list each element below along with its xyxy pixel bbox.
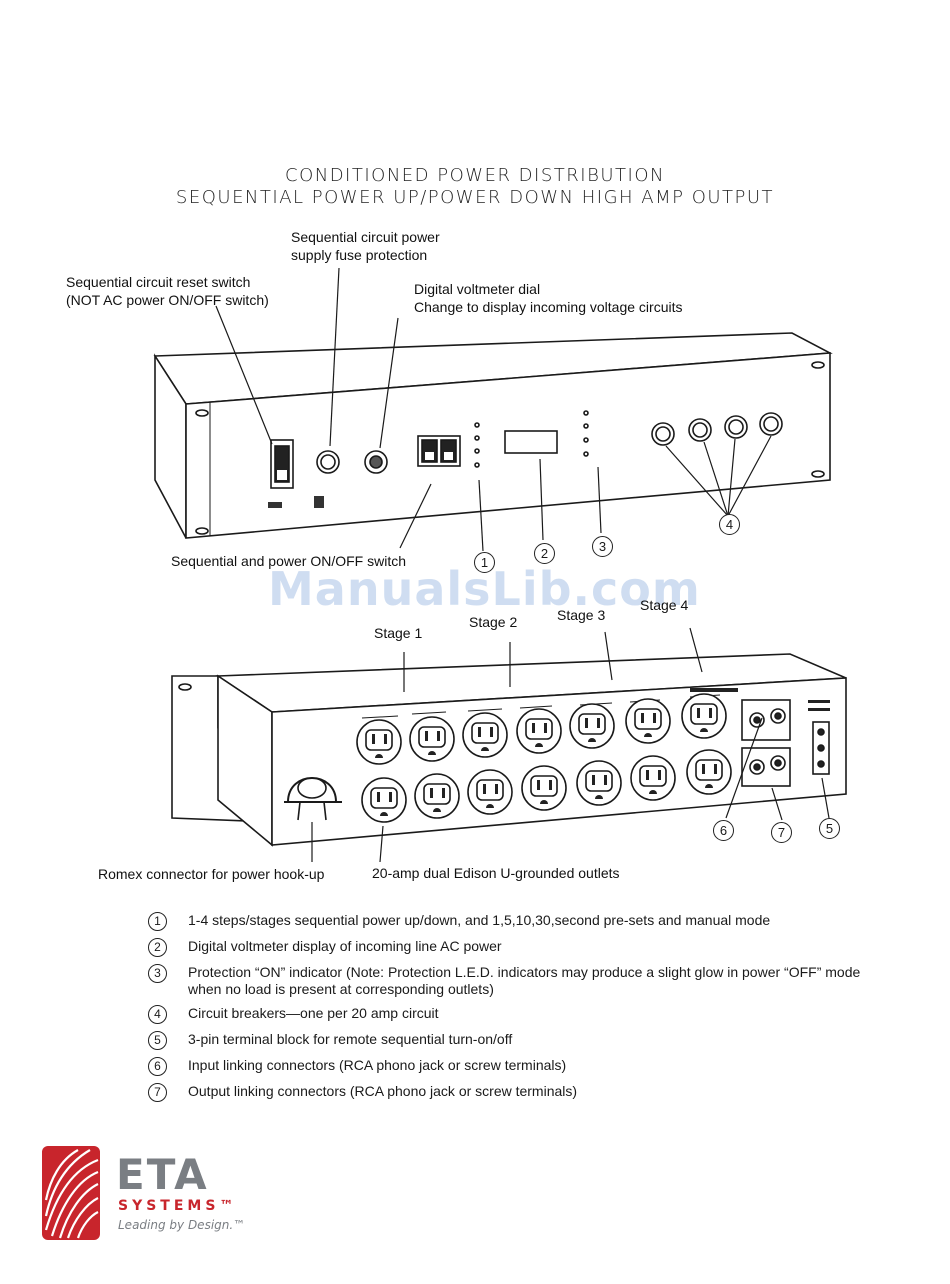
legend-text: 1-4 steps/stages sequential power up/dow… — [188, 912, 771, 928]
marker-2: 2 — [534, 543, 555, 564]
outlet — [409, 716, 455, 762]
logo-tagline: Leading by Design.™ — [118, 1218, 246, 1232]
legend-text: Circuit breakers—one per 20 amp circuit — [188, 1005, 439, 1021]
legend-number: 6 — [148, 1057, 167, 1076]
outlet — [414, 773, 460, 819]
outlet — [576, 760, 622, 806]
legend-list: 1 1-4 steps/stages sequential power up/d… — [148, 912, 868, 1109]
legend-item: 3 Protection “ON” indicator (Note: Prote… — [148, 964, 868, 998]
outlet — [516, 708, 562, 754]
legend-number: 3 — [148, 964, 167, 983]
title-line-2: SEQUENTIAL POWER UP/POWER DOWN HIGH AMP … — [175, 187, 775, 208]
legend-item: 6 Input linking connectors (RCA phono ja… — [148, 1057, 868, 1076]
legend-text: 3-pin terminal block for remote sequenti… — [188, 1031, 513, 1047]
stage-2-label: Stage 2 — [469, 614, 518, 630]
eta-logo-mark — [42, 1146, 100, 1240]
outlet — [361, 777, 407, 823]
rear-panel-unit — [171, 653, 847, 847]
legend-number: 4 — [148, 1005, 167, 1024]
reset-callout: Sequential circuit reset switch (NOT AC … — [66, 273, 269, 309]
marker-6: 6 — [713, 820, 734, 841]
romex-connector — [284, 777, 342, 821]
onoff-callout: Sequential and power ON/OFF switch — [171, 553, 406, 569]
reset-callout-line2: (NOT AC power ON/OFF switch) — [66, 292, 269, 308]
legend-text: Digital voltmeter display of incoming li… — [188, 938, 502, 954]
title-line-1: CONDITIONED POWER DISTRIBUTION — [285, 165, 665, 186]
linking-connectors — [690, 688, 830, 787]
legend-item: 1 1-4 steps/stages sequential power up/d… — [148, 912, 868, 931]
fuse-callout: Sequential circuit power supply fuse pro… — [291, 228, 440, 264]
dial-callout-line2: Change to display incoming voltage circu… — [414, 299, 683, 315]
outlet — [356, 719, 402, 765]
legend-number: 2 — [148, 938, 167, 957]
legend-text: Input linking connectors (RCA phono jack… — [188, 1057, 567, 1073]
outlet — [681, 693, 727, 739]
rear-leader-lines — [311, 627, 830, 863]
marker-5: 5 — [819, 818, 840, 839]
stage-1-label: Stage 1 — [374, 625, 423, 641]
fuse-callout-line2: supply fuse protection — [291, 247, 428, 263]
dial-callout-line1: Digital voltmeter dial — [414, 281, 541, 297]
logo-name: ETA — [116, 1150, 209, 1199]
stage-3-label: Stage 3 — [557, 607, 606, 623]
logo-sub: SYSTEMS™ — [118, 1198, 238, 1214]
marker-3: 3 — [592, 536, 613, 557]
outlet — [467, 769, 513, 815]
legend-item: 7 Output linking connectors (RCA phono j… — [148, 1083, 868, 1102]
fuse-callout-line1: Sequential circuit power — [291, 229, 440, 245]
legend-item: 2 Digital voltmeter display of incoming … — [148, 938, 868, 957]
marker-4: 4 — [719, 514, 740, 535]
marker-7: 7 — [771, 822, 792, 843]
romex-callout: Romex connector for power hook-up — [98, 866, 325, 882]
outlet-grid — [356, 693, 732, 823]
outlet — [625, 698, 671, 744]
front-leader-lines — [215, 267, 772, 552]
legend-number: 1 — [148, 912, 167, 931]
reset-callout-line1: Sequential circuit reset switch — [66, 274, 251, 290]
outlet — [686, 749, 732, 795]
legend-text: Protection “ON” indicator (Note: Protect… — [188, 964, 861, 997]
outlet — [462, 712, 508, 758]
dial-callout: Digital voltmeter dial Change to display… — [414, 280, 682, 316]
outlet — [569, 703, 615, 749]
outlet — [521, 765, 567, 811]
outlets-callout: 20-amp dual Edison U-grounded outlets — [372, 865, 620, 881]
legend-number: 7 — [148, 1083, 167, 1102]
legend-text: Output linking connectors (RCA phono jac… — [188, 1083, 578, 1099]
legend-item: 4 Circuit breakers—one per 20 amp circui… — [148, 1005, 868, 1024]
legend-item: 5 3-pin terminal block for remote sequen… — [148, 1031, 868, 1050]
legend-number: 5 — [148, 1031, 167, 1050]
marker-1: 1 — [474, 552, 495, 573]
outlet — [630, 755, 676, 801]
stage-4-label: Stage 4 — [640, 597, 689, 613]
front-panel-unit — [153, 332, 833, 539]
